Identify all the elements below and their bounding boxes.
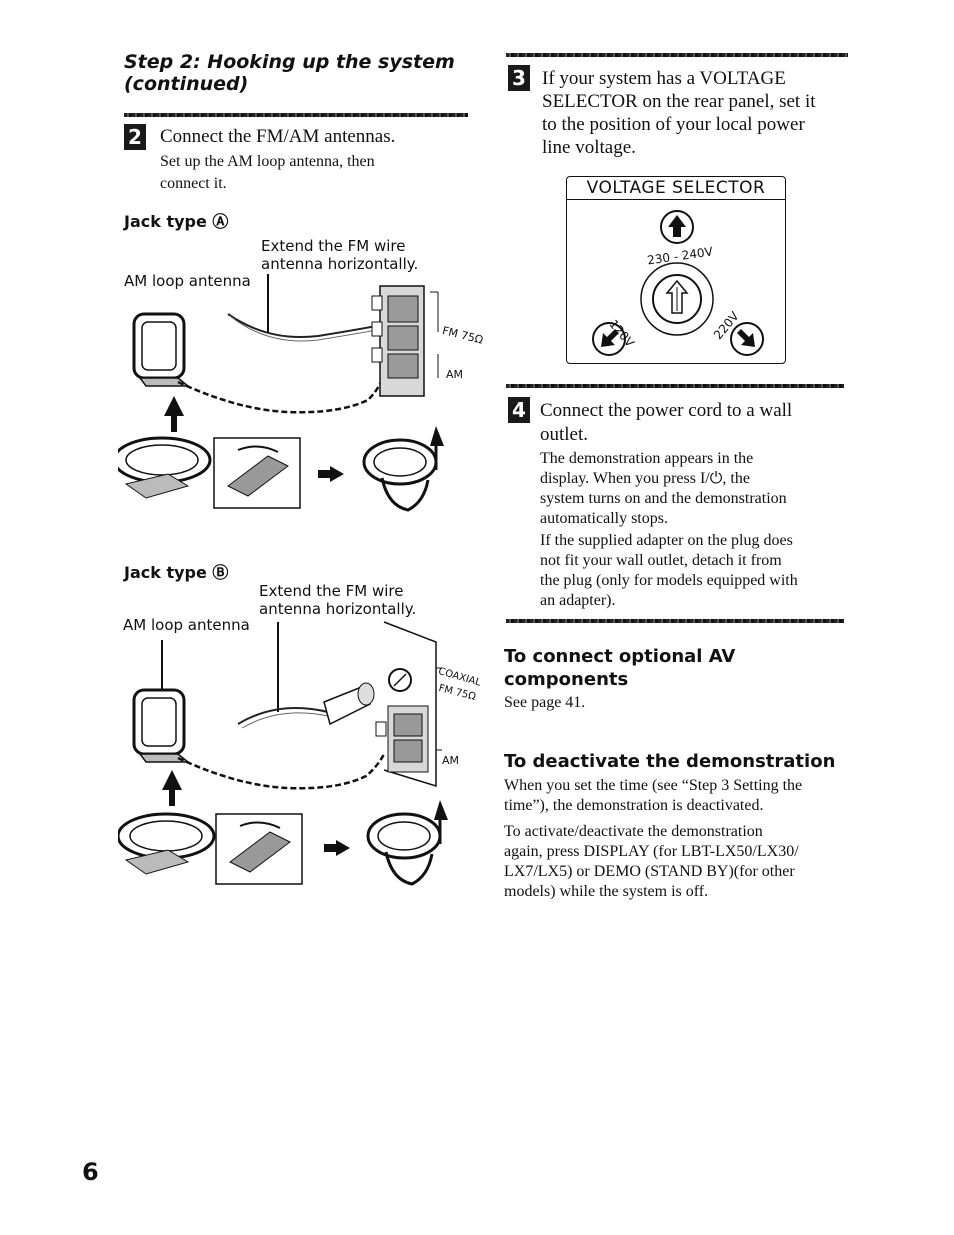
page-number: 6 [82,1158,99,1186]
step4-heading-line1: Connect the power cord to a wall [540,400,793,421]
voltage-selector-panel: VOLTAGE SELECTOR 230 - 240V 120V 220V [566,176,786,364]
step2-heading: Connect the FM/AM antennas. [160,126,396,147]
voltage-selector-dial [592,210,764,356]
step4-p2-line1: If the supplied adapter on the plug does [540,532,793,549]
jack-a-fm-note-line1: Extend the FM wire [261,237,406,255]
antenna-folded-icon [366,800,448,886]
deactivate-section: To deactivate the demonstration When you… [504,750,854,902]
step4-heading-line2: outlet. [540,424,589,445]
step4-p2-line3: the plug (only for models equipped with [540,572,798,589]
am-loop-antenna-icon [132,688,191,763]
step-number-badge: 2 [124,124,146,150]
deactivate-p2-line1: To activate/deactivate the demonstration [504,823,763,840]
jack-a-fm-note-line2: antenna horizontally. [261,255,419,273]
jack-a-am-label: AM loop antenna [124,272,251,290]
divider [506,619,844,623]
deactivate-heading: To deactivate the demonstration [504,751,836,772]
voltage-selector-title: VOLTAGE SELECTOR [567,177,785,200]
step3-line4: line voltage. [542,137,636,158]
arrow-left-icon [318,466,344,482]
jack-b-illustration [118,621,448,886]
section-title: Step 2: Hooking up the system (continued… [124,51,484,95]
arrow-up-circle-icon [660,210,694,244]
coaxial-plug-icon [323,682,375,726]
step4-p2-line4: an adapter). [540,592,616,609]
deactivate-p1-line2: time”), the demonstration is deactivated… [504,797,764,814]
arrow-down-left-circle-icon [592,322,626,356]
jack-b-am-label: AM loop antenna [123,616,250,634]
divider [506,53,848,57]
jack-b-am-terminal-label: AM [442,754,460,767]
step2-body-line2: connect it. [160,175,227,192]
deactivate-p1-line1: When you set the time (see “Step 3 Setti… [504,777,803,794]
step4-p1-line3: system turns on and the demonstration [540,490,787,507]
step4-p1-line2: display. When you press I/⏻, the [540,470,750,487]
optional-av-heading-line2: components [504,669,629,690]
divider [124,113,468,117]
step3-line1: If your system has a VOLTAGE [542,68,786,89]
jack-a-illustration [118,274,444,512]
optional-av-body: See page 41. [504,694,586,711]
arrow-left-icon [324,840,350,856]
antenna-terminal-block-icon [371,285,425,397]
voltage-switch-icon [640,262,714,336]
antenna-assembly-step-icon [118,436,301,509]
deactivate-p2-line2: again, press DISPLAY (for LBT-LX50/LX30/ [504,843,799,860]
step2-body-line1: Set up the AM loop antenna, then [160,153,375,170]
jack-b-fm-note-line2: antenna horizontally. [259,600,417,618]
antenna-folded-icon [362,426,444,512]
arrow-down-right-circle-icon [730,322,764,356]
step4-p1-line4: automatically stops. [540,510,668,527]
step-number-badge: 4 [508,397,530,423]
step4-p1-line1: The demonstration appears in the [540,450,754,467]
optional-av-heading-line1: To connect optional AV [504,646,736,667]
step3-line3: to the position of your local power [542,114,805,135]
step-number-badge: 3 [508,65,530,91]
deactivate-p2-line4: models) while the system is off. [504,883,709,900]
jack-b-fm-note-line1: Extend the FM wire [259,582,404,600]
section-title-line2: (continued) [124,73,249,95]
antenna-assembly-step-icon [118,812,303,885]
section-title-line1: Step 2: Hooking up the system [124,51,455,73]
deactivate-p2-line3: LX7/LX5) or DEMO (STAND BY)(for other [504,863,795,880]
optional-av-section: To connect optional AV components See pa… [504,645,848,713]
step3-line2: SELECTOR on the rear panel, set it [542,91,816,112]
arrow-up-icon [164,396,184,432]
step4-p2-line2: not fit your wall outlet, detach it from [540,552,782,569]
jack-a-title: Jack type Ⓐ [124,212,229,231]
divider [506,384,844,388]
jack-b-title: Jack type Ⓑ [124,563,229,582]
jack-a-am-terminal-label: AM [446,368,464,381]
antenna-terminal-block-icon [375,621,437,788]
am-loop-antenna-icon [132,312,191,387]
arrow-up-icon [162,770,182,806]
